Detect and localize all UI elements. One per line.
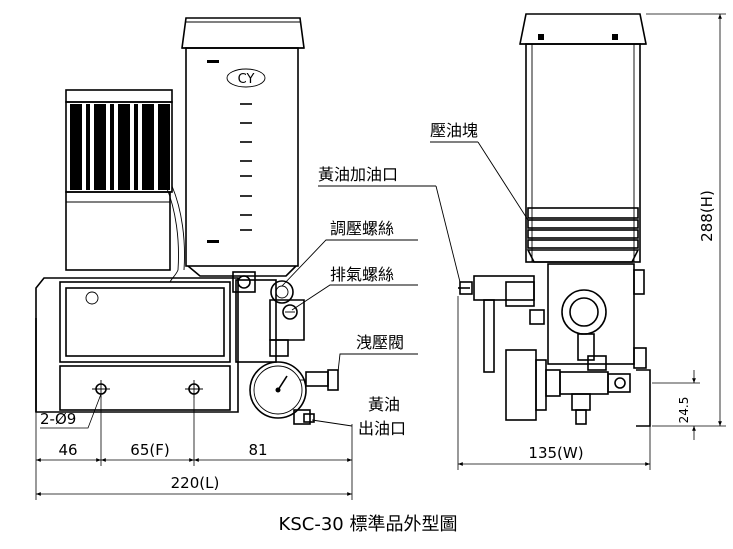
label-grease-outlet-line2: 出油口 (358, 419, 406, 438)
pressure-gauge (249, 339, 307, 419)
front-reservoir (185, 47, 299, 267)
dim-24-5: 24.5 (677, 397, 691, 424)
label-grease-outlet-line1: 黃油 (368, 395, 400, 414)
drawing-caption: KSC-30 標準品外型圖 (279, 514, 458, 535)
side-outlet-tee (545, 369, 631, 425)
vent-screw (282, 304, 298, 320)
dim-288h: 288(H) (698, 190, 716, 242)
brand-badge (226, 68, 266, 88)
dim-65f: 65(F) (130, 441, 169, 459)
dim-135w: 135(W) (528, 444, 583, 462)
front-housing (35, 277, 277, 413)
inlet-fitting (232, 271, 256, 293)
front-view: CY (35, 17, 339, 425)
level-scale (207, 60, 252, 243)
dim-hole-spec: 2-Ø9 (40, 410, 76, 428)
side-pressure-block (526, 207, 640, 263)
front-reservoir-lid (181, 17, 305, 49)
front-motor (65, 89, 185, 283)
label-adjust-screw: 調壓螺絲 (330, 219, 394, 238)
side-pump-body (458, 263, 647, 373)
mounting-hole-left (92, 380, 110, 398)
relief-valve (300, 369, 339, 391)
label-vent-screw: 排氣螺絲 (330, 265, 394, 284)
label-relief-valve: 洩壓閥 (356, 333, 404, 352)
side-gauge (505, 349, 537, 421)
dimension-lines (35, 13, 726, 500)
side-bracket (636, 369, 651, 427)
side-view (458, 13, 651, 427)
brand-mark-text: CY (238, 72, 255, 87)
dim-81: 81 (248, 441, 267, 459)
label-grease-inlet: 黃油加油口 (318, 165, 398, 184)
dim-220l: 220(L) (171, 474, 220, 492)
mounting-hole-right (185, 380, 203, 398)
leader-lines (281, 141, 529, 427)
dim-46: 46 (58, 441, 77, 459)
label-pressure-block: 壓油塊 (430, 121, 478, 140)
outlet-fitting (293, 409, 315, 425)
